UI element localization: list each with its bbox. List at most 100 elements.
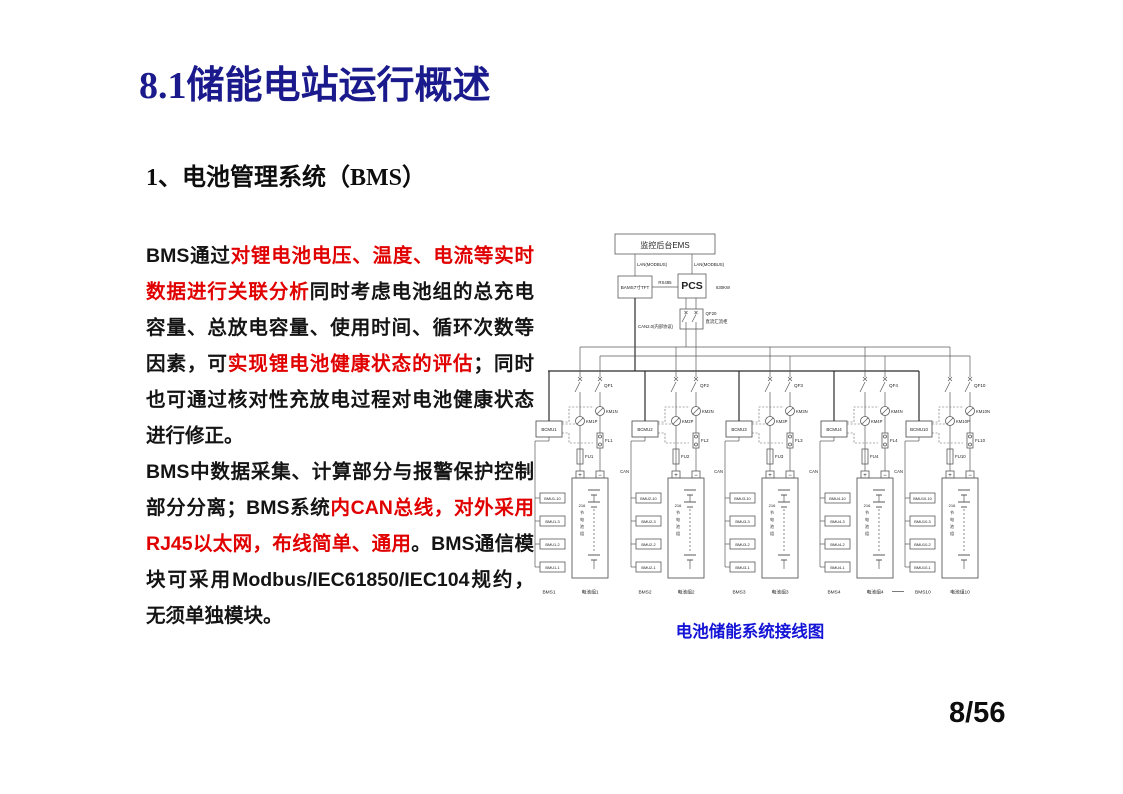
cells-count-label-part: 节 xyxy=(676,510,680,515)
contact-dot xyxy=(598,434,602,439)
control-link xyxy=(932,432,963,444)
battery-group-label: 电池组2 xyxy=(677,589,694,596)
fl-label: FL4 xyxy=(890,438,898,443)
bmu-label: BMU10-1 xyxy=(914,565,930,570)
wire xyxy=(787,376,793,382)
bcmu-label: BCMU10 xyxy=(910,427,928,432)
text-segment: 。BMS通信模块可采用Modbus/IEC61850/IEC104规约，无须单独… xyxy=(146,533,534,627)
bmu-label: BMU1-3 xyxy=(545,519,559,524)
bcmu-label: BCMU3 xyxy=(731,427,747,432)
bcmu-label: BCMU1 xyxy=(541,427,557,432)
cells-count-label-part: 电 xyxy=(580,516,584,522)
bms-label: BMS1 xyxy=(542,590,555,596)
bmu-label: BMU4-10 xyxy=(829,496,846,501)
wire xyxy=(764,381,771,393)
bms-label: BMS3 xyxy=(732,590,745,596)
wire xyxy=(786,407,794,415)
control-link xyxy=(562,432,593,444)
wire xyxy=(597,376,603,382)
cells-count-label-part: 节 xyxy=(865,510,869,515)
fu-label: FU10 xyxy=(955,454,966,459)
wire xyxy=(944,381,951,393)
cells-count-label-part: 池 xyxy=(770,523,774,529)
plus-sign: + xyxy=(674,473,678,479)
contact-dot xyxy=(694,434,698,439)
cells-count-label-part: 电 xyxy=(865,516,869,522)
ems-box xyxy=(614,233,716,255)
cells-count-label-part: 216 xyxy=(769,503,776,508)
bams-label: BAMS7寸TFT xyxy=(621,284,650,290)
plus-sign: + xyxy=(863,473,867,479)
wire xyxy=(670,381,677,393)
battery-group-label: 电池组1 xyxy=(581,589,598,596)
control-link xyxy=(658,432,689,444)
km-p-label: KM10P xyxy=(956,419,970,424)
plus-sign: + xyxy=(768,473,772,479)
wire xyxy=(882,376,888,382)
wire xyxy=(767,376,773,382)
fl-label: FL3 xyxy=(795,438,803,443)
qf-label: QF4 xyxy=(889,383,898,388)
can-label: CAN xyxy=(714,469,723,474)
wire xyxy=(879,381,886,393)
lan-modbus-left-label: LAN(MODBUS) xyxy=(637,262,668,267)
bms-label: BMS4 xyxy=(827,590,840,596)
cells-count-label-part: 组 xyxy=(770,530,774,536)
control-link xyxy=(658,406,690,423)
minus-sign: − xyxy=(968,473,972,479)
highlighted-text-segment: 实现锂电池健康状态的评估 xyxy=(227,353,474,375)
battery-box xyxy=(856,477,894,579)
cells-count-label-part: 电 xyxy=(770,516,774,522)
km-n-label: KM4N xyxy=(891,409,903,414)
bmu-label: BMU1-1 xyxy=(545,565,559,570)
wire xyxy=(596,407,604,415)
km-p-label: KM2P xyxy=(682,419,694,424)
fu-label: FU4 xyxy=(870,454,879,459)
qf-label: QF2 xyxy=(700,383,709,388)
wire xyxy=(594,381,601,393)
pcs-label: PCS xyxy=(681,280,703,292)
wire xyxy=(881,407,889,415)
wire xyxy=(784,381,791,393)
wire xyxy=(576,417,584,425)
pcs-power-label: 630KW xyxy=(716,285,731,290)
bmu-label: BMU10-2 xyxy=(914,542,930,547)
km-p-label: KM3P xyxy=(776,419,788,424)
wire xyxy=(577,376,583,382)
bmu-label: BMU1-10 xyxy=(544,496,561,501)
control-link xyxy=(932,406,964,423)
body-text: BMS通过对锂电池电压、温度、电流等实时数据进行关联分析同时考虑电池组的总充电容… xyxy=(146,238,534,634)
cells-count-label-part: 组 xyxy=(950,530,954,536)
battery-group-label: 电池组3 xyxy=(771,589,788,596)
page-number: 8/56 xyxy=(949,697,1006,729)
wire xyxy=(692,407,700,415)
qf-label: QF3 xyxy=(794,383,803,388)
cells-count-label-part: 电 xyxy=(676,516,680,522)
cells-count-label-part: 电 xyxy=(950,516,954,522)
contact-dot xyxy=(694,442,698,447)
wire xyxy=(574,381,581,393)
text-segment: BMS通过 xyxy=(146,245,231,267)
km-n-label: KM10N xyxy=(976,409,990,414)
wire xyxy=(946,417,954,425)
fu-label: FU2 xyxy=(681,454,690,459)
wire xyxy=(672,417,680,425)
text-segment: BMS中数据采集、计算部分与报警保护控制部分分离；BMS系统 xyxy=(146,461,534,519)
wire xyxy=(690,381,697,393)
minus-sign: − xyxy=(883,473,887,479)
wire xyxy=(967,376,973,382)
slide-title: 8.1储能电站运行概述 xyxy=(139,65,491,107)
fu-label: FU3 xyxy=(775,454,784,459)
wire xyxy=(861,417,869,425)
highlighted-text-segment: 内CAN总线，对外采用RJ45以太网，布线简单、通用 xyxy=(146,497,534,555)
bmu-label: BMU3-3 xyxy=(735,519,749,524)
battery-group-label: 电池组10 xyxy=(950,589,970,596)
dc-cabinet-label: 直流汇流柜 xyxy=(706,318,729,325)
wire xyxy=(684,310,688,315)
lan-modbus-right-label: LAN(MODBUS) xyxy=(694,262,725,267)
